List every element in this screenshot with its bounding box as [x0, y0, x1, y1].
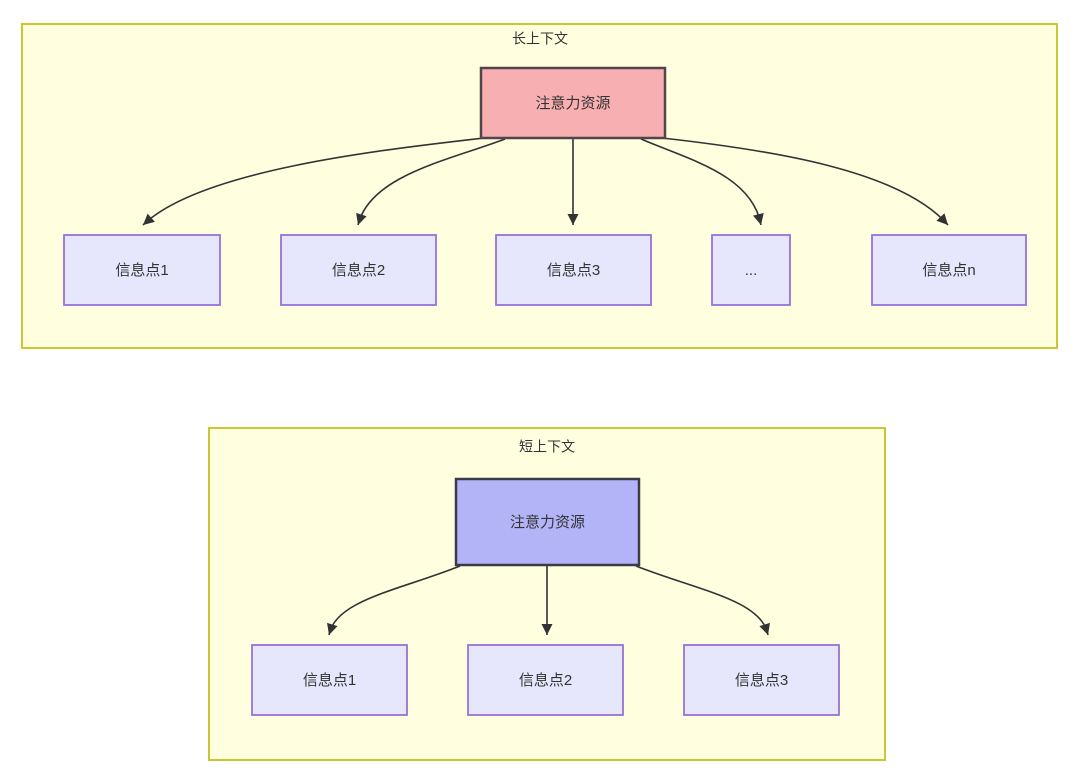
edge-arrowhead: [541, 624, 553, 635]
info-node-label-short-context-1: 信息点2: [519, 672, 572, 689]
info-node-box-long-context-1[interactable]: [280, 234, 437, 306]
info-node-label-long-context-3: ...: [745, 262, 758, 279]
edge-attention-to-node-3: [640, 138, 762, 226]
edge-attention-to-node-4: [661, 137, 949, 226]
attention-resource-box-long-context[interactable]: [479, 66, 667, 140]
edge-arrowhead: [753, 213, 764, 225]
edge-attention-to-node-0: [328, 565, 461, 636]
edge-arrowhead: [143, 213, 155, 225]
group-title-short-context: 短上下文: [519, 439, 575, 455]
attention-resource-label-long-context: 注意力资源: [535, 94, 610, 112]
info-node-box-short-context-2[interactable]: [683, 644, 840, 716]
group-title-long-context: 长上下文: [512, 31, 568, 47]
attention-resource-label-short-context: 注意力资源: [510, 513, 585, 531]
info-node-box-long-context-4[interactable]: [871, 234, 1027, 306]
edge-attention-to-node-2: [635, 565, 769, 636]
edge-arrowhead: [356, 212, 367, 225]
info-node-box-short-context-1[interactable]: [467, 644, 624, 716]
edge-attention-to-node-0: [142, 137, 485, 226]
info-node-box-long-context-0[interactable]: [63, 234, 221, 306]
edge-arrowhead: [936, 213, 948, 225]
edges-long-context: [142, 137, 949, 226]
attention-resource-box-short-context[interactable]: [454, 477, 641, 567]
info-node-label-short-context-2: 信息点3: [735, 672, 788, 689]
edge-arrowhead: [327, 622, 338, 635]
edges-short-context: [328, 565, 769, 636]
info-node-box-long-context-2[interactable]: [495, 234, 652, 306]
info-node-label-short-context-0: 信息点1: [303, 672, 356, 689]
info-node-label-long-context-1: 信息点2: [332, 262, 385, 279]
edge-arrowhead: [759, 622, 770, 635]
edge-arrowhead: [567, 214, 579, 225]
info-node-box-long-context-3[interactable]: [711, 234, 791, 306]
info-node-box-short-context-0[interactable]: [251, 644, 408, 716]
info-node-label-long-context-4: 信息点n: [922, 262, 975, 279]
info-node-label-long-context-2: 信息点3: [547, 262, 600, 279]
edge-attention-to-node-1: [357, 138, 506, 226]
info-node-label-long-context-0: 信息点1: [115, 262, 168, 279]
